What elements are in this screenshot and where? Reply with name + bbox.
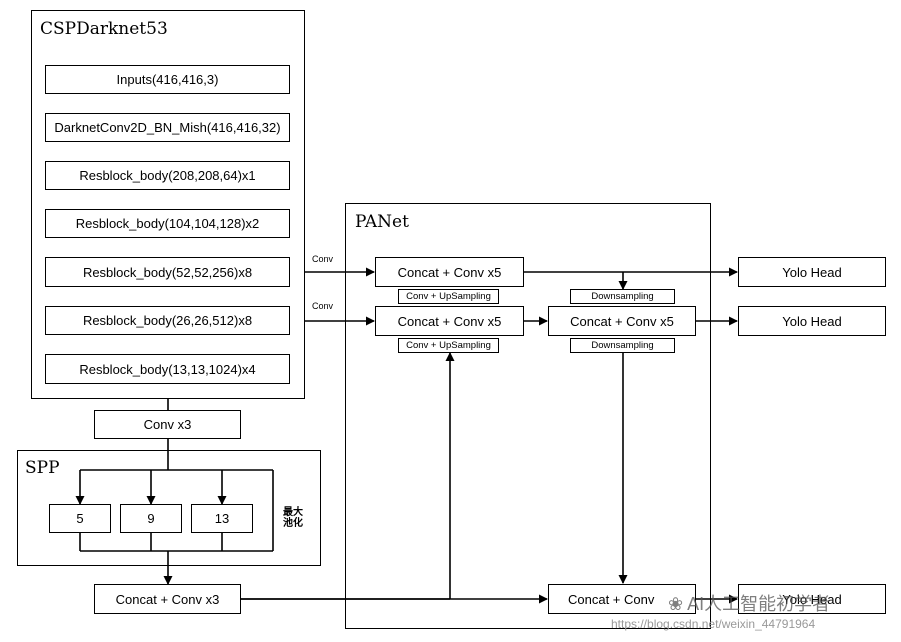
- layer-resblock-1: Resblock_body(208,208,64)x1: [45, 161, 290, 190]
- downsampling-tag-1: Downsampling: [570, 289, 675, 304]
- conv-label-2: Conv: [312, 301, 334, 311]
- upsampling-tag-1: Conv + UpSampling: [398, 289, 499, 304]
- layer-resblock-2: Resblock_body(104,104,128)x2: [45, 209, 290, 238]
- backbone-title: CSPDarknet53: [40, 19, 168, 39]
- spp-pool-5: 5: [49, 504, 111, 533]
- panet-concat-bottom: Concat + Conv: [548, 584, 696, 614]
- panet-concat-mid-left: Concat + Conv x5: [375, 306, 524, 336]
- upsampling-tag-2: Conv + UpSampling: [398, 338, 499, 353]
- layer-resblock-5: Resblock_body(13,13,1024)x4: [45, 354, 290, 384]
- yolo-head-1: Yolo Head: [738, 257, 886, 287]
- spp-maxpool-label: 最大池化: [283, 507, 303, 529]
- panet-group: [345, 203, 711, 629]
- panet-concat-top: Concat + Conv x5: [375, 257, 524, 287]
- layer-darknetconv: DarknetConv2D_BN_Mish(416,416,32): [45, 113, 290, 142]
- layer-resblock-4: Resblock_body(26,26,512)x8: [45, 306, 290, 335]
- panet-concat-mid-right: Concat + Conv x5: [548, 306, 696, 336]
- downsampling-tag-2: Downsampling: [570, 338, 675, 353]
- panet-title: PANet: [355, 212, 409, 232]
- yolo-head-3: Yolo Head: [738, 584, 886, 614]
- watermark-label: AI人工智能初学者: [687, 594, 831, 614]
- spp-pool-9: 9: [120, 504, 182, 533]
- wechat-icon: ❀: [668, 594, 684, 614]
- watermark-url: https://blog.csdn.net/weixin_44791964: [611, 617, 816, 631]
- spp-group: [17, 450, 321, 566]
- spp-pool-13: 13: [191, 504, 253, 533]
- yolo-head-2: Yolo Head: [738, 306, 886, 336]
- watermark-text: ❀ AI人工智能初学者: [668, 590, 830, 616]
- concat-conv-x3-box: Concat + Conv x3: [94, 584, 241, 614]
- layer-inputs: Inputs(416,416,3): [45, 65, 290, 94]
- conv-x3-box: Conv x3: [94, 410, 241, 439]
- layer-resblock-3: Resblock_body(52,52,256)x8: [45, 257, 290, 287]
- conv-label-1: Conv: [312, 254, 334, 264]
- spp-title: SPP: [25, 458, 60, 478]
